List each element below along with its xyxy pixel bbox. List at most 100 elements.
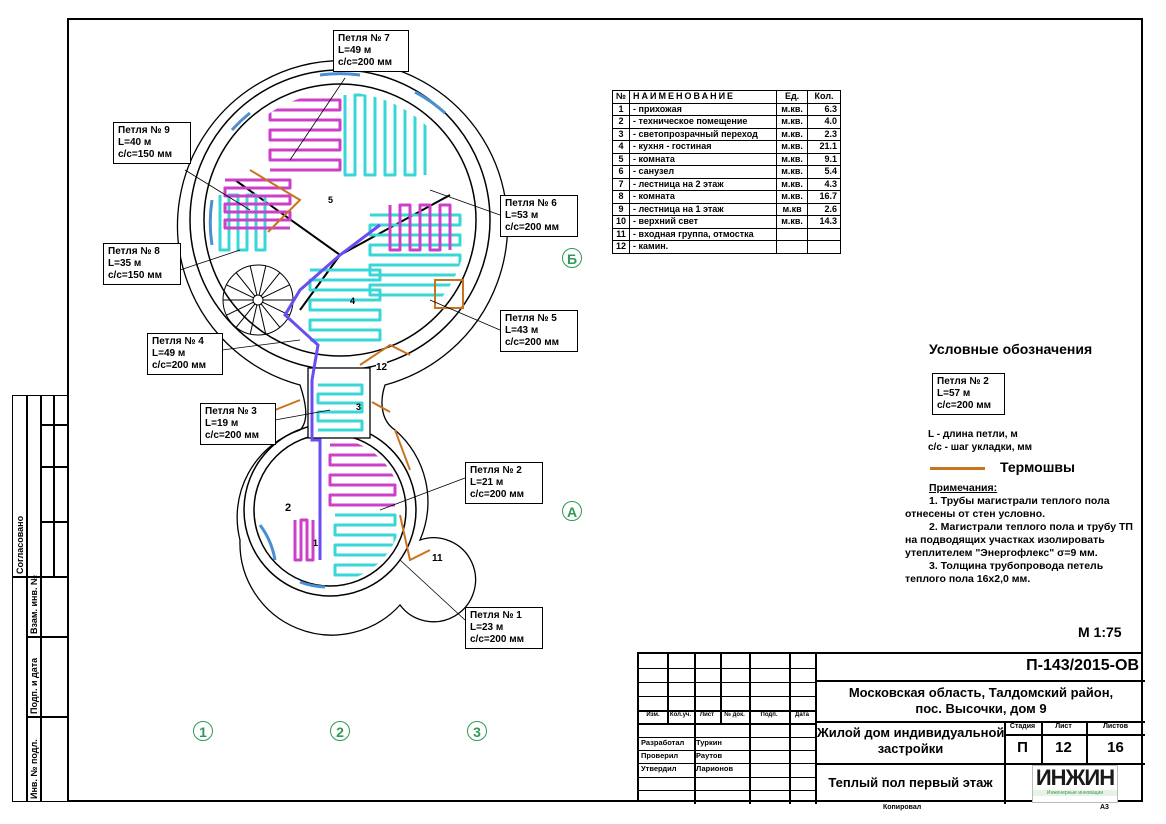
format-label: А3 bbox=[1100, 804, 1109, 811]
cell-name: - входная группа, отмостка bbox=[629, 227, 778, 241]
cell-unit bbox=[776, 227, 809, 241]
cell-num: 7 bbox=[611, 177, 631, 191]
sheet-value: 12 bbox=[1055, 739, 1072, 756]
stair-step bbox=[249, 304, 258, 335]
cell-unit: м.кв. bbox=[776, 127, 809, 141]
room-number: 12 bbox=[376, 362, 388, 373]
axis-marker-2: 2 bbox=[330, 721, 350, 741]
cell-qty: 2.6 bbox=[807, 202, 842, 216]
signature-name: Туркин bbox=[696, 738, 722, 747]
pipe-loop-8 bbox=[218, 193, 267, 252]
legend-title: Условные обозначения bbox=[929, 341, 1093, 357]
cell-num: 3 bbox=[611, 127, 631, 141]
stair-step bbox=[260, 303, 281, 328]
cell-name: - лестница на 2 этаж bbox=[629, 177, 778, 191]
stage-label: Стадия bbox=[1009, 723, 1036, 730]
pipe-loop-7b bbox=[343, 93, 427, 177]
room-number: 3 bbox=[356, 402, 362, 412]
cell-name: - светопрозрачный переход bbox=[629, 127, 778, 141]
cell-name: - прихожая bbox=[629, 102, 778, 116]
cell-unit: м.кв. bbox=[776, 115, 809, 129]
cell-qty: 5.4 bbox=[807, 165, 842, 179]
signature-name: Раутов bbox=[696, 751, 723, 760]
thermo-seam-label: Термошвы bbox=[1000, 459, 1075, 475]
cell-unit: м.кв. bbox=[776, 215, 809, 229]
cell-unit: м.кв. bbox=[776, 190, 809, 204]
pipe-loop-2 bbox=[328, 443, 397, 507]
sheet-label: Лист bbox=[1055, 723, 1072, 730]
pipe-loop-5 bbox=[368, 213, 462, 297]
stair-step bbox=[260, 272, 281, 297]
axis-marker-3: 3 bbox=[467, 721, 487, 741]
cell-name: - комната bbox=[629, 190, 778, 204]
room-number: 11 bbox=[432, 553, 443, 564]
cell-qty: 6.3 bbox=[807, 102, 842, 116]
cell-qty bbox=[807, 227, 842, 241]
stair-step bbox=[262, 284, 290, 299]
table-row: 11- входная группа, отмостка bbox=[611, 227, 842, 241]
pipe-loop-6 bbox=[388, 203, 452, 252]
windows bbox=[208, 72, 447, 589]
room-number: 5 bbox=[328, 195, 334, 205]
lower-wall-outer bbox=[243, 423, 417, 597]
cell-qty: 4.3 bbox=[807, 177, 842, 191]
cell-num: 12 bbox=[611, 240, 631, 254]
cell-name: - комната bbox=[629, 152, 778, 166]
cell-num: 8 bbox=[611, 190, 631, 204]
drawing-frame bbox=[67, 18, 1143, 802]
cell-qty: 4.0 bbox=[807, 115, 842, 129]
pipe-loop-1 bbox=[333, 513, 397, 577]
cell-qty: 14.3 bbox=[807, 215, 842, 229]
room-number: 1 bbox=[313, 538, 319, 548]
revision-col-header: Дата bbox=[795, 712, 809, 718]
stair-step bbox=[258, 304, 267, 335]
pipe-loop-7 bbox=[268, 98, 342, 172]
company-logo: ИНЖИН Инженерные инновации bbox=[1032, 765, 1118, 803]
cell-unit: м.кв. bbox=[776, 102, 809, 116]
thermo-seams bbox=[249, 169, 464, 562]
cell-qty: 2.3 bbox=[807, 127, 842, 141]
stair-step bbox=[226, 284, 254, 299]
cell-unit: м.кв bbox=[776, 202, 809, 216]
table-header-row: № НАИМЕНОВАНИЕ Ед. Кол. bbox=[611, 90, 842, 104]
cell-num: 6 bbox=[611, 165, 631, 179]
stair-step bbox=[258, 265, 267, 296]
cell-qty: 9.1 bbox=[807, 152, 842, 166]
cell-unit bbox=[776, 240, 809, 254]
revision-col-header: Кол.уч. bbox=[669, 712, 692, 718]
leader-lines bbox=[179, 77, 501, 621]
notes: Примечания: 1. Трубы магистрали теплого … bbox=[905, 482, 1133, 585]
signature-role: Разработал bbox=[641, 738, 685, 747]
cell-unit: м.кв. bbox=[776, 177, 809, 191]
stair-step bbox=[235, 303, 256, 328]
cell-unit: м.кв. bbox=[776, 152, 809, 166]
supply-main bbox=[283, 223, 381, 560]
cell-unit: м.кв. bbox=[776, 165, 809, 179]
cell-name: - камин. bbox=[629, 240, 778, 254]
axis-marker-b: Б bbox=[562, 248, 582, 268]
room-number: 4 bbox=[350, 296, 356, 306]
cell-name: - санузел bbox=[629, 165, 778, 179]
cell-num: 5 bbox=[611, 152, 631, 166]
revision-col-header: Изм. bbox=[646, 712, 660, 718]
sheet-title: Теплый пол первый этаж bbox=[828, 775, 993, 790]
spiral-stair bbox=[222, 264, 294, 336]
revision-col-header: Подп. bbox=[760, 712, 778, 718]
